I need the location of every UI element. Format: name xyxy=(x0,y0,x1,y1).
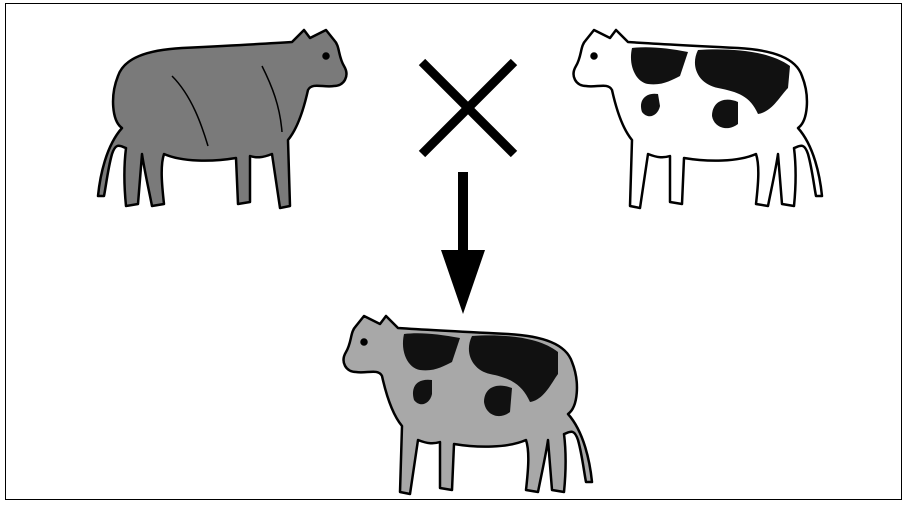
solid-gray-cow-icon xyxy=(98,30,346,208)
down-arrow-icon xyxy=(441,172,485,314)
gray-black-spotted-cow-icon xyxy=(344,316,592,494)
black-white-spotted-cow-icon xyxy=(574,30,822,208)
cross-icon xyxy=(422,62,514,154)
